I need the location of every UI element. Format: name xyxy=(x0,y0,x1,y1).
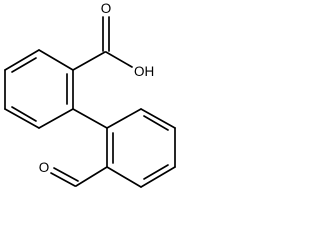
ring-double-bond xyxy=(143,164,169,180)
ring-bond xyxy=(4,108,40,129)
ring-bond xyxy=(4,49,40,71)
ring-double-bond xyxy=(11,106,37,122)
carboxyl-carbon-bond xyxy=(72,51,106,71)
carboxylic-acid-group: O OH xyxy=(72,1,154,79)
biaryl-bond xyxy=(72,108,108,129)
aldehyde-carbon-bond xyxy=(75,166,108,187)
upper-benzene-ring xyxy=(4,49,74,129)
lower-benzene-ring xyxy=(106,108,176,188)
aldehyde-double-bond xyxy=(53,167,79,182)
ring-bond xyxy=(140,108,176,129)
molecule-structure-diagram: O OH O xyxy=(4,1,176,188)
ring-double-bond xyxy=(11,57,37,73)
aldehyde-double-bond xyxy=(50,172,76,187)
ring-bond xyxy=(106,108,142,129)
ring-bond xyxy=(38,108,74,129)
ring-bond xyxy=(140,166,176,188)
hydroxyl-label: OH xyxy=(134,64,154,79)
ring-bond xyxy=(106,166,142,188)
ring-double-bond xyxy=(143,115,169,131)
ring-bond xyxy=(38,49,74,71)
carboxyl-oxygen-label: O xyxy=(101,1,112,16)
hydroxyl-bond xyxy=(105,51,133,68)
aldehyde-oxygen-label: O xyxy=(39,160,50,175)
aldehyde-group: O xyxy=(39,160,108,187)
